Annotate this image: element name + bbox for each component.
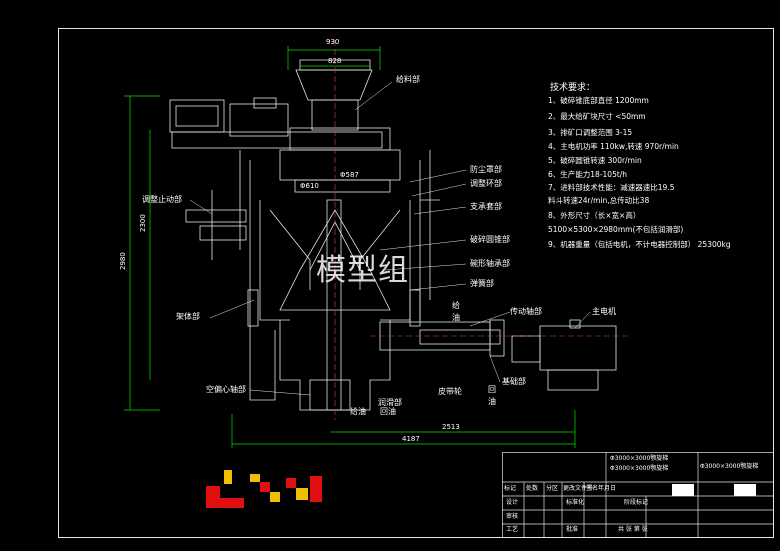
label-adjust-stop: 调整止动部 (142, 195, 182, 204)
label-feed: 给料部 (396, 75, 420, 84)
spec-item: 7、进料部技术性能：减速器速比19.5 (548, 183, 675, 192)
drawing-frame (58, 28, 774, 538)
label-spring: 弹簧部 (470, 279, 494, 288)
title-row-label: 年月日 (598, 485, 617, 492)
spec-title: 技术要求： (550, 83, 596, 93)
title-row-label: 更改文件号 (563, 485, 594, 492)
phi-label: Φ610 (300, 182, 319, 190)
label-crush-cone: 破碎圆锥部 (470, 235, 510, 244)
label-bowl-bearing: 碗形轴承部 (470, 259, 510, 268)
label-eccentric: 空偏心轴部 (206, 385, 246, 394)
title-text-3: Φ3000×3000颚旋梯 (700, 463, 759, 470)
spec-item: 5、破碎圆锥转速 300r/min (548, 156, 642, 165)
spec-item: 6、生产能力18-105t/h (548, 170, 628, 179)
title-stage: 阶段标记 (624, 499, 649, 506)
label-oil-in-1: 给 (452, 301, 460, 310)
title-row-label: 标记 (504, 485, 517, 492)
dimension-left-2300: 2300 (139, 214, 147, 232)
dimension-top-930: 930 (326, 38, 340, 46)
spec-item: 5100×5300×2980mm(不包括润滑部) (548, 225, 684, 234)
dimension-bottom-4187: 4187 (402, 435, 420, 443)
label-drive-shaft: 传动轴部 (510, 307, 542, 316)
spec-item: 9、机器重量（包括电机，不计电器控制部） 25300kg (548, 240, 731, 249)
title-row-label: 分区 (546, 485, 559, 492)
phi-label-2: Φ587 (340, 171, 359, 179)
title-process: 工艺 (506, 526, 519, 533)
spec-item: 1、破碎锥底部直径 1200mm (548, 96, 649, 105)
title-standard: 标准化 (566, 499, 585, 506)
title-sheets: 共 张 第 张 (618, 526, 648, 533)
label-oil-in-bottom: 给油 (350, 407, 366, 416)
label-lubrication: 润滑部 (378, 398, 402, 407)
watermark: 模型组 (316, 253, 409, 288)
label-base: 基础部 (502, 377, 526, 386)
logo-icon (206, 470, 322, 508)
label-oil-return-2: 油 (488, 397, 496, 406)
label-frame: 架体部 (176, 312, 200, 321)
label-oil-return-1: 回 (488, 385, 496, 394)
spec-item: 4、主电机功率 110kw,转速 970r/min (548, 142, 679, 151)
spec-item: 料斗转速24r/min,总传动比38 (548, 196, 650, 205)
label-adjust-ring: 调整环部 (470, 179, 502, 188)
title-text-1: Φ3000×3000颚旋梯 (610, 455, 669, 462)
title-row-label: 处数 (526, 485, 539, 492)
title-check: 审核 (506, 513, 519, 520)
dimension-left-2980: 2980 (119, 252, 127, 270)
title-row-label: 签名 (586, 485, 599, 492)
label-oil-return-bottom: 回油 (380, 407, 396, 416)
label-oil-in-2: 油 (452, 313, 460, 322)
title-approve: 批准 (566, 526, 579, 533)
label-support-ring: 支承套部 (470, 202, 502, 211)
dimension-bottom-2513: 2513 (442, 423, 460, 431)
spec-item: 8、外形尺寸（长×宽×高） (548, 211, 641, 220)
spec-item: 2、最大给矿块尺寸 <50mm (548, 112, 646, 121)
spec-item: 3、排矿口调整范围 3-15 (548, 128, 633, 137)
dimension-top-828: 828 (328, 57, 342, 65)
label-dust-cover: 防尘罩部 (470, 165, 502, 174)
title-text-2: Φ3000×3000颚旋梯 (610, 465, 669, 472)
label-pulley: 皮带轮 (438, 387, 462, 396)
title-block (502, 452, 774, 538)
title-design: 设计 (506, 499, 519, 506)
label-motor: 主电机 (592, 307, 616, 316)
